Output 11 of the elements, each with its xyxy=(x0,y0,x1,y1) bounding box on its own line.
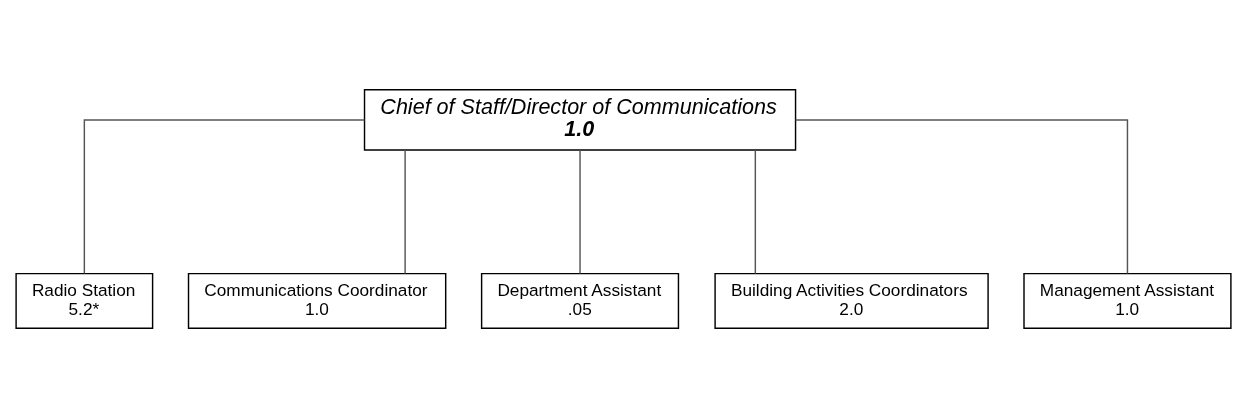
node-box: Building Activities Coordinators 2.0 xyxy=(714,272,989,329)
node-box: Chief of Staff/Director of Communications 1.0 xyxy=(363,89,797,151)
node-box: Management Assistant 1.0 xyxy=(1023,272,1232,329)
connector xyxy=(83,119,366,275)
connector xyxy=(794,119,1129,275)
node-box: Communications Coordinator 1.0 xyxy=(187,272,447,329)
connector xyxy=(579,149,581,275)
node-box: Department Assistant .05 xyxy=(480,272,680,329)
connector xyxy=(404,149,406,275)
node-box: Radio Station 5.2* xyxy=(15,272,154,329)
connector xyxy=(754,149,757,275)
